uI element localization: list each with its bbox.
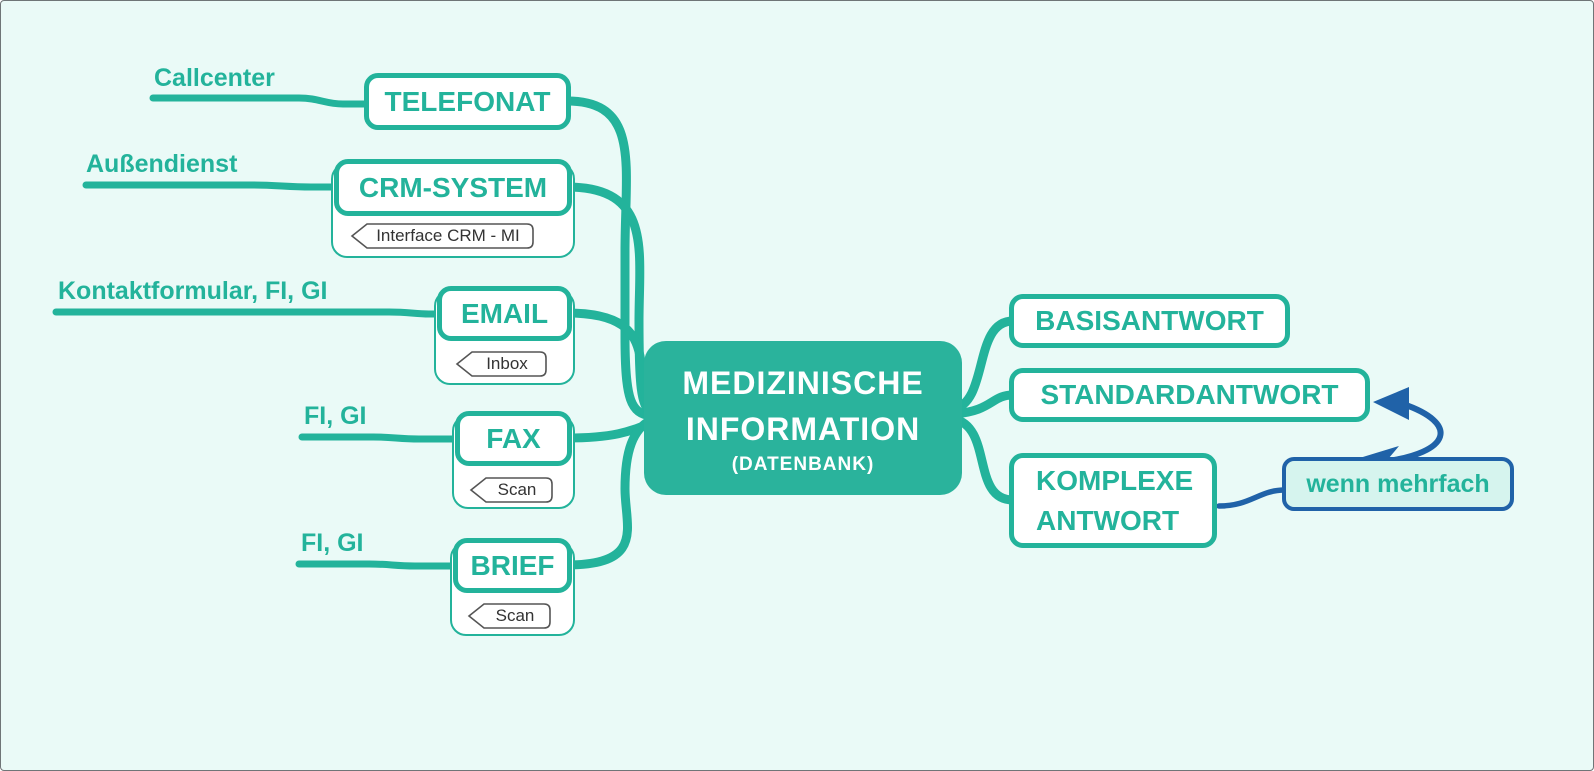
branch-komplexe-antwort <box>949 414 1018 505</box>
central-topic[interactable]: MEDIZINISCHE INFORMATION (DATENBANK) <box>644 341 962 495</box>
underline-aussendienst <box>82 181 345 191</box>
tag-label: Inbox <box>486 354 528 373</box>
branch-label-aussendienst[interactable]: Außendienst <box>86 150 238 178</box>
topic-brief[interactable]: BRIEF <box>453 538 572 593</box>
tag-inbox[interactable]: Inbox <box>455 351 547 377</box>
topic-fax[interactable]: FAX <box>455 411 572 466</box>
callout-wenn-mehrfach[interactable]: wenn mehrfach <box>1282 457 1514 511</box>
topic-telefonat[interactable]: TELEFONAT <box>364 73 571 130</box>
tag-shape-icon <box>469 477 553 503</box>
underline-kontaktformular <box>52 308 447 318</box>
tag-scan-fax[interactable]: Scan <box>469 477 553 503</box>
branch-label-callcenter[interactable]: Callcenter <box>154 64 275 92</box>
branch-label-figi-fax[interactable]: FI, GI <box>304 402 367 430</box>
branch-crm <box>562 182 656 418</box>
topic-standardantwort[interactable]: STANDARDANTWORT <box>1009 368 1370 422</box>
underline-figi-fax <box>298 433 465 443</box>
underline-figi-brief <box>295 560 463 570</box>
topic-basisantwort[interactable]: BASISANTWORT <box>1009 294 1290 348</box>
branch-standardantwort <box>949 390 1018 419</box>
underline-callcenter <box>149 94 375 108</box>
tag-shape-icon <box>455 351 547 377</box>
branch-brief <box>562 415 656 570</box>
topic-crm-system[interactable]: CRM-SYSTEM <box>334 159 572 216</box>
topic-email[interactable]: EMAIL <box>437 286 572 341</box>
branch-label-kontaktformular[interactable]: Kontaktformular, FI, GI <box>58 277 328 305</box>
branch-label-figi-brief[interactable]: FI, GI <box>301 529 364 557</box>
central-subtitle: (DATENBANK) <box>731 454 875 476</box>
tag-label: Scan <box>495 606 535 625</box>
branch-telefonat <box>562 96 656 421</box>
tag-label: Interface CRM - MI <box>376 226 520 245</box>
tag-label: Scan <box>497 480 537 499</box>
tag-interface-crm-mi[interactable]: Interface CRM - MI <box>350 223 534 249</box>
tag-shape-icon <box>467 603 551 629</box>
central-title-line2: INFORMATION <box>685 411 921 447</box>
link-komplexe-to-callout <box>1216 487 1288 509</box>
tag-shape-icon <box>350 223 534 249</box>
arrowhead <box>1373 387 1409 420</box>
topic-komplexe-antwort[interactable]: KOMPLEXE ANTWORT <box>1009 453 1217 548</box>
central-title-line1: MEDIZINISCHE <box>682 364 924 401</box>
tag-scan-brief[interactable]: Scan <box>467 603 551 629</box>
branch-basisantwort <box>949 316 1018 414</box>
